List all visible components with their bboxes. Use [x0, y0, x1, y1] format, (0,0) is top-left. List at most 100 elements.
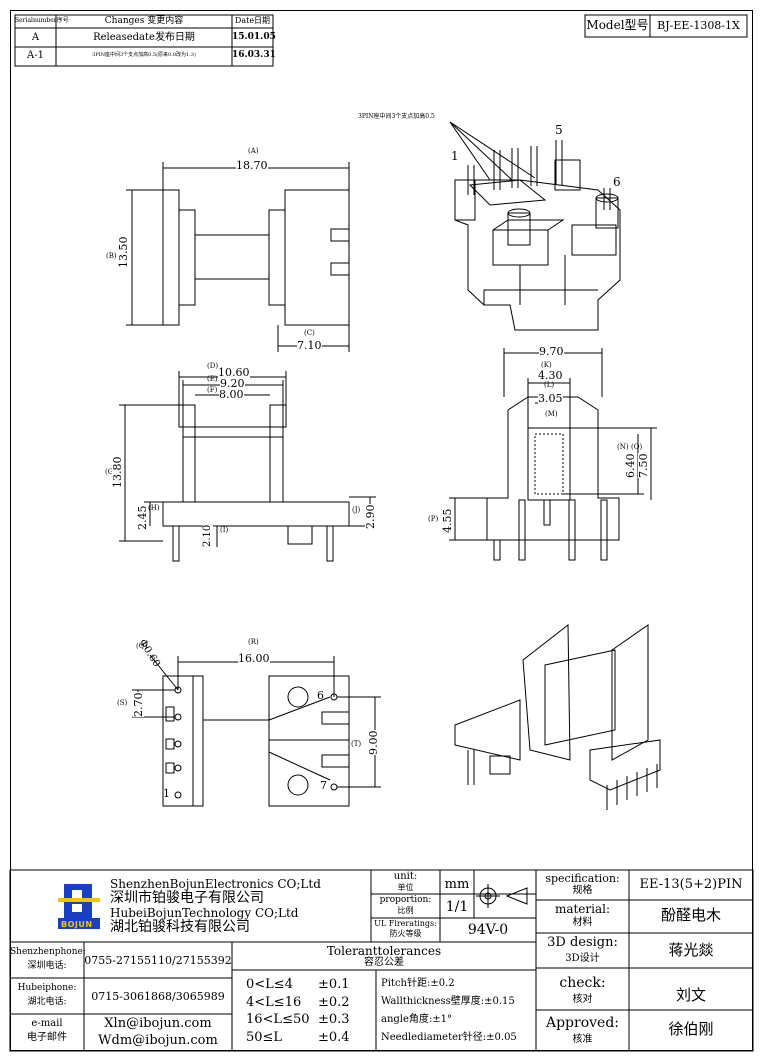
dim-value: 4.30: [538, 369, 563, 382]
dim-letter: (G): [105, 468, 117, 476]
dim-value: 6.40: [624, 453, 637, 478]
rev-row-change: Releasedate发布日期: [93, 32, 195, 43]
dim-letter: (N): [617, 443, 629, 451]
dim-value: 2.90: [364, 504, 377, 529]
tolerance-range: 50≤L: [246, 1030, 283, 1045]
dim-value: 13.80: [111, 456, 124, 488]
dim-letter: (R): [248, 638, 259, 646]
dim-value: 3.05: [538, 392, 563, 405]
dim-letter: (E): [207, 375, 218, 383]
company-cn-2: 湖北铂骏科技有限公司: [110, 919, 250, 935]
tolerance-value: ±0.1: [318, 977, 350, 992]
contact-value: 0715-3061868/3065989: [91, 990, 225, 1003]
tolerance-note: Needlediameter针径:±0.05: [381, 1032, 517, 1043]
tolerance-value: ±0.3: [318, 1012, 350, 1027]
email-link[interactable]: Xln@ibojun.com: [104, 1016, 212, 1031]
dim-value: 2.45: [136, 505, 149, 530]
spec-value: EE-13(5+2)PIN: [639, 877, 743, 892]
rev-row-change: 3PIN座中间3个支点加高0.5(原来0.8改为1.3): [92, 52, 196, 58]
tolerance-title-cn: 容忍公差: [364, 957, 404, 968]
check-label-cn: 核对: [572, 994, 593, 1005]
company-en-2: HubeiBojunTechnology CO;Ltd: [110, 906, 299, 920]
bojun-logo: [58, 884, 100, 929]
contact-label-en: e-mail: [31, 1018, 63, 1029]
tolerance-value: ±0.4: [318, 1030, 350, 1045]
rev-row-serial: A: [31, 32, 40, 43]
material-label-cn: 材料: [572, 917, 593, 928]
model-label: Model型号: [586, 18, 649, 32]
dim-value: 2.10: [202, 524, 213, 547]
rev-header-serial: Serialnumber序号: [15, 17, 69, 24]
tolerance-range: 0<L≤4: [246, 977, 293, 992]
dim-value: 10.60: [218, 366, 250, 379]
rev-row-date: 16.03.31: [232, 50, 276, 60]
dim-letter: (P): [428, 515, 439, 523]
proportion-value: 1/1: [445, 899, 469, 915]
company-cn-1: 深圳市铂骏电子有限公司: [110, 890, 264, 906]
dim-letter: (S): [117, 699, 128, 707]
company-en-1: ShenzhenBojunElectronics CO;Ltd: [110, 877, 321, 891]
dim-letter: (H): [148, 504, 160, 512]
dim-value: 16.00: [238, 652, 270, 665]
ul-value: 94V-0: [467, 922, 509, 938]
dim-letter: (T): [351, 740, 362, 748]
dim-letter: (A): [248, 147, 259, 155]
dim-value: 2.70: [132, 692, 145, 717]
rev-header-date: Date日期: [234, 16, 271, 25]
dim-letter: (L): [544, 381, 555, 389]
dim-letter: (B): [106, 252, 117, 260]
dim-letter: (D): [207, 362, 219, 370]
unit-label-cn: 单位: [397, 883, 414, 892]
model-value: BJ-EE-1308-1X: [657, 19, 740, 32]
ul-label-cn: 防火等级: [389, 929, 422, 938]
tolerance-note: Pitch针距:±0.2: [381, 978, 455, 989]
spec-label-en: specification:: [545, 872, 620, 885]
contact-value: 0755-27155110/27155392: [84, 954, 232, 967]
dim-value: 4.55: [441, 508, 454, 533]
design-label-en: 3D design:: [547, 935, 618, 950]
dim-letter: (Q): [136, 642, 148, 650]
dim-value: 9.20: [220, 377, 245, 390]
dim-letter: (K): [541, 361, 552, 369]
dim-letter: (O): [631, 443, 643, 451]
approved-label-cn: 核准: [572, 1034, 593, 1045]
pin-label: 6: [317, 689, 324, 702]
dim-value: 9.00: [367, 730, 380, 755]
check-value: 刘文: [675, 986, 706, 1004]
spec-label-cn: 规格: [572, 885, 593, 896]
tolerance-note: angle角度:±1°: [381, 1014, 453, 1025]
approved-label-en: Approved:: [545, 1015, 620, 1031]
design-label-cn: 3D设计: [565, 953, 600, 964]
check-label-en: check:: [559, 975, 606, 991]
contact-label-en: Shenzhenphone:: [10, 947, 86, 957]
tolerance-note: Wallthickness壁厚度:±0.15: [381, 996, 515, 1007]
dim-value: 7.10: [297, 339, 322, 352]
dim-value: 18.70: [236, 159, 268, 172]
ul-label-en: UL Fireratings:: [374, 919, 437, 928]
dim-value: 7.50: [637, 453, 650, 478]
pin-label: 1: [163, 787, 170, 800]
dim-letter: (J): [352, 506, 361, 514]
tolerance-title-en: Toleranttolerances: [326, 944, 442, 958]
dim-letter: (F): [207, 386, 218, 394]
contact-label-cn: 电子邮件: [27, 1032, 67, 1043]
unit-value: mm: [444, 877, 470, 892]
tolerance-value: ±0.2: [318, 995, 350, 1010]
proportion-label-en: proportion:: [379, 895, 432, 905]
dim-letter: (M): [545, 410, 558, 418]
contact-label-cn: 湖北电话:: [27, 997, 67, 1007]
tolerance-range: 16<L≤50: [246, 1012, 310, 1027]
email-link[interactable]: Wdm@ibojun.com: [98, 1033, 218, 1048]
dim-value: 13.50: [117, 236, 130, 268]
rev-header-changes: Changes 变更内容: [104, 16, 184, 26]
contact-label-en: Hubeiphone:: [17, 983, 77, 993]
pin-label: 5: [555, 123, 563, 137]
pin-label: 1: [451, 149, 459, 163]
pin-label: 7: [320, 779, 327, 792]
dim-value: 8.00: [219, 388, 244, 401]
material-label-en: material:: [554, 902, 611, 916]
rev-row-serial: A-1: [27, 50, 44, 61]
rev-row-date: 15.01.05: [232, 32, 276, 42]
